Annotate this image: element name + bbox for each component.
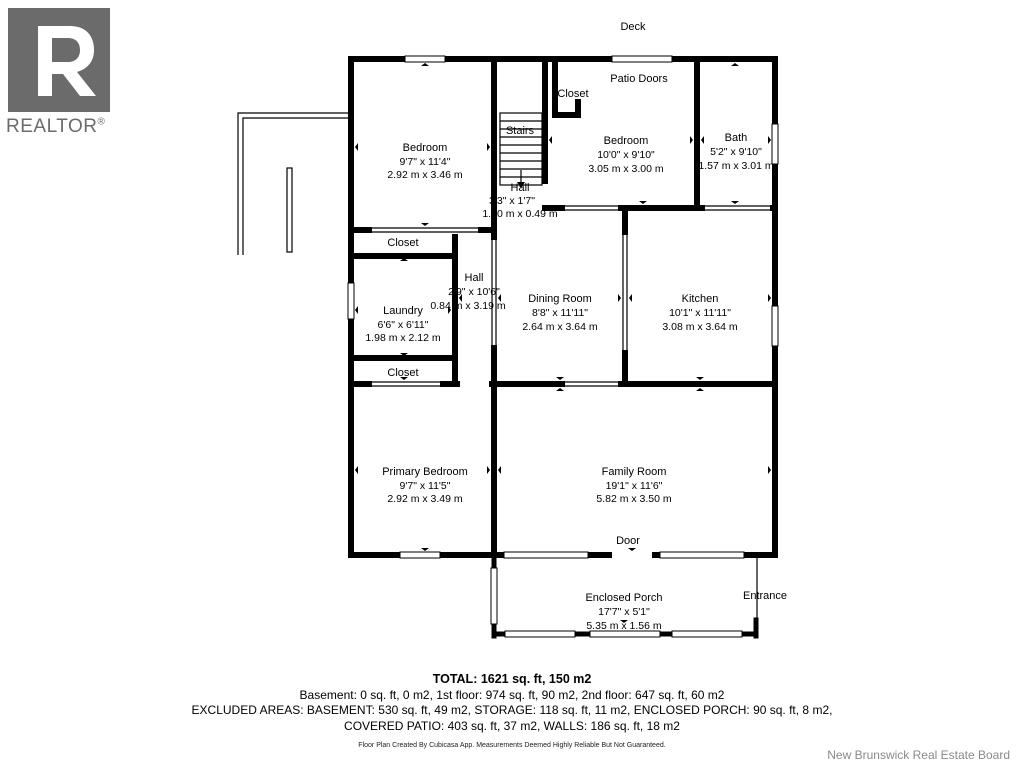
svg-text:1.57 m x 3.01 m: 1.57 m x 3.01 m bbox=[698, 160, 774, 172]
room-closet-top: Closet bbox=[557, 88, 588, 100]
patio-doors-label: Patio Doors bbox=[610, 73, 668, 85]
deck-label: Deck bbox=[620, 21, 646, 33]
disclaimer: Floor Plan Created By Cubicasa App. Meas… bbox=[358, 742, 666, 749]
room-closet-bottom: Closet bbox=[387, 367, 418, 379]
svg-text:0.84 m x 3.19 m: 0.84 m x 3.19 m bbox=[430, 300, 506, 312]
stairs-steps bbox=[499, 112, 543, 188]
room-closet-mid: Closet bbox=[387, 237, 418, 249]
svg-text:Kitchen: Kitchen bbox=[682, 293, 719, 305]
svg-text:Primary Bedroom: Primary Bedroom bbox=[382, 466, 468, 478]
windows bbox=[347, 55, 779, 559]
area-summary: TOTAL: 1621 sq. ft, 150 m2 Basement: 0 s… bbox=[0, 672, 1024, 734]
svg-text:Closet: Closet bbox=[387, 367, 418, 379]
plan-labels: Deck Patio Doors Door Entrance Bedroom 9… bbox=[365, 21, 787, 632]
room-hall-mid: Hall 2'9" x 10'6" 0.84 m x 3.19 m bbox=[430, 272, 506, 312]
room-bedroom-left: Bedroom 9'7" x 11'4" 2.92 m x 3.46 m bbox=[387, 142, 463, 181]
svg-text:1.00 m x 0.49 m: 1.00 m x 0.49 m bbox=[482, 208, 558, 220]
room-stairs: Stairs bbox=[506, 125, 535, 137]
svg-text:10'0" x 9'10": 10'0" x 9'10" bbox=[597, 149, 655, 161]
room-bedroom-right: Bedroom 10'0" x 9'10" 3.05 m x 3.00 m bbox=[588, 135, 664, 175]
svg-text:Bath: Bath bbox=[725, 132, 748, 144]
svg-text:19'1" x 11'6": 19'1" x 11'6" bbox=[606, 480, 663, 492]
excluded-areas: EXCLUDED AREAS: BASEMENT: 530 sq. ft, 49… bbox=[191, 703, 833, 717]
svg-text:9'7" x 11'4": 9'7" x 11'4" bbox=[400, 156, 451, 168]
enclosed-porch-structure bbox=[490, 552, 759, 639]
svg-text:2'9" x 10'6": 2'9" x 10'6" bbox=[448, 286, 500, 298]
svg-text:8'8" x 11'11": 8'8" x 11'11" bbox=[532, 307, 588, 319]
svg-text:Bedroom: Bedroom bbox=[403, 142, 448, 154]
svg-text:10'1" x 11'11": 10'1" x 11'11" bbox=[669, 307, 731, 319]
svg-text:Closet: Closet bbox=[387, 237, 418, 249]
svg-text:5'2" x 9'10": 5'2" x 9'10" bbox=[710, 146, 762, 158]
svg-text:Hall: Hall bbox=[465, 272, 484, 284]
svg-text:1.98 m x 2.12 m: 1.98 m x 2.12 m bbox=[365, 332, 441, 344]
room-bath: Bath 5'2" x 9'10" 1.57 m x 3.01 m bbox=[698, 132, 774, 172]
excluded-areas-continued: COVERED PATIO: 403 sq. ft, 37 m2, WALLS:… bbox=[344, 718, 680, 733]
svg-text:Closet: Closet bbox=[557, 88, 588, 100]
door-label: Door bbox=[616, 535, 640, 547]
board-watermark: New Brunswick Real Estate Board bbox=[827, 748, 1010, 762]
svg-text:3.05 m x 3.00 m: 3.05 m x 3.00 m bbox=[588, 163, 664, 175]
svg-text:Bedroom: Bedroom bbox=[604, 135, 649, 147]
room-dining-room: Dining Room 8'8" x 11'11" 2.64 m x 3.64 … bbox=[522, 293, 598, 333]
svg-text:3.08 m x 3.64 m: 3.08 m x 3.64 m bbox=[662, 321, 738, 333]
room-laundry: Laundry 6'6" x 6'11" 1.98 m x 2.12 m bbox=[365, 305, 441, 344]
realtor-logo-text: REALTOR® bbox=[6, 116, 106, 137]
svg-text:Family Room: Family Room bbox=[602, 466, 667, 478]
room-primary-bedroom: Primary Bedroom 9'7" x 11'5" 2.92 m x 3.… bbox=[382, 466, 468, 505]
svg-text:2.64 m x 3.64 m: 2.64 m x 3.64 m bbox=[522, 321, 598, 333]
door-lines bbox=[372, 205, 770, 387]
svg-text:5.35 m x 1.56 m: 5.35 m x 1.56 m bbox=[586, 620, 662, 632]
svg-text:5.82 m x 3.50 m: 5.82 m x 3.50 m bbox=[596, 493, 672, 505]
svg-text:17'7" x 5'1": 17'7" x 5'1" bbox=[598, 606, 650, 618]
floor-areas: Basement: 0 sq. ft, 0 m2, 1st floor: 974… bbox=[299, 687, 725, 702]
svg-text:9'7" x 11'5": 9'7" x 11'5" bbox=[400, 480, 451, 492]
svg-text:3'3" x 1'7": 3'3" x 1'7" bbox=[489, 195, 535, 207]
svg-text:Hall: Hall bbox=[511, 182, 530, 194]
total-area: TOTAL: 1621 sq. ft, 150 m2 bbox=[432, 672, 592, 686]
room-family-room: Family Room 19'1" x 11'6" 5.82 m x 3.50 … bbox=[596, 466, 672, 505]
deck-outline bbox=[237, 112, 350, 255]
room-kitchen: Kitchen 10'1" x 11'11" 3.08 m x 3.64 m bbox=[662, 293, 738, 333]
room-hall-top: Hall 3'3" x 1'7" 1.00 m x 0.49 m bbox=[482, 182, 558, 220]
svg-text:Laundry: Laundry bbox=[383, 305, 423, 317]
entrance-label: Entrance bbox=[743, 590, 787, 602]
room-enclosed-porch: Enclosed Porch 17'7" x 5'1" 5.35 m x 1.5… bbox=[585, 592, 662, 632]
svg-text:6'6" x 6'11": 6'6" x 6'11" bbox=[378, 319, 429, 331]
svg-text:Stairs: Stairs bbox=[506, 125, 535, 137]
svg-text:Enclosed Porch: Enclosed Porch bbox=[585, 592, 662, 604]
door-openings bbox=[372, 184, 770, 559]
svg-text:2.92 m x 3.46 m: 2.92 m x 3.46 m bbox=[387, 169, 463, 181]
realtor-r-logo-icon bbox=[8, 8, 110, 112]
svg-text:2.92 m x 3.49 m: 2.92 m x 3.49 m bbox=[387, 493, 463, 505]
measurement-ticks bbox=[355, 63, 771, 623]
svg-text:Dining Room: Dining Room bbox=[528, 293, 592, 305]
